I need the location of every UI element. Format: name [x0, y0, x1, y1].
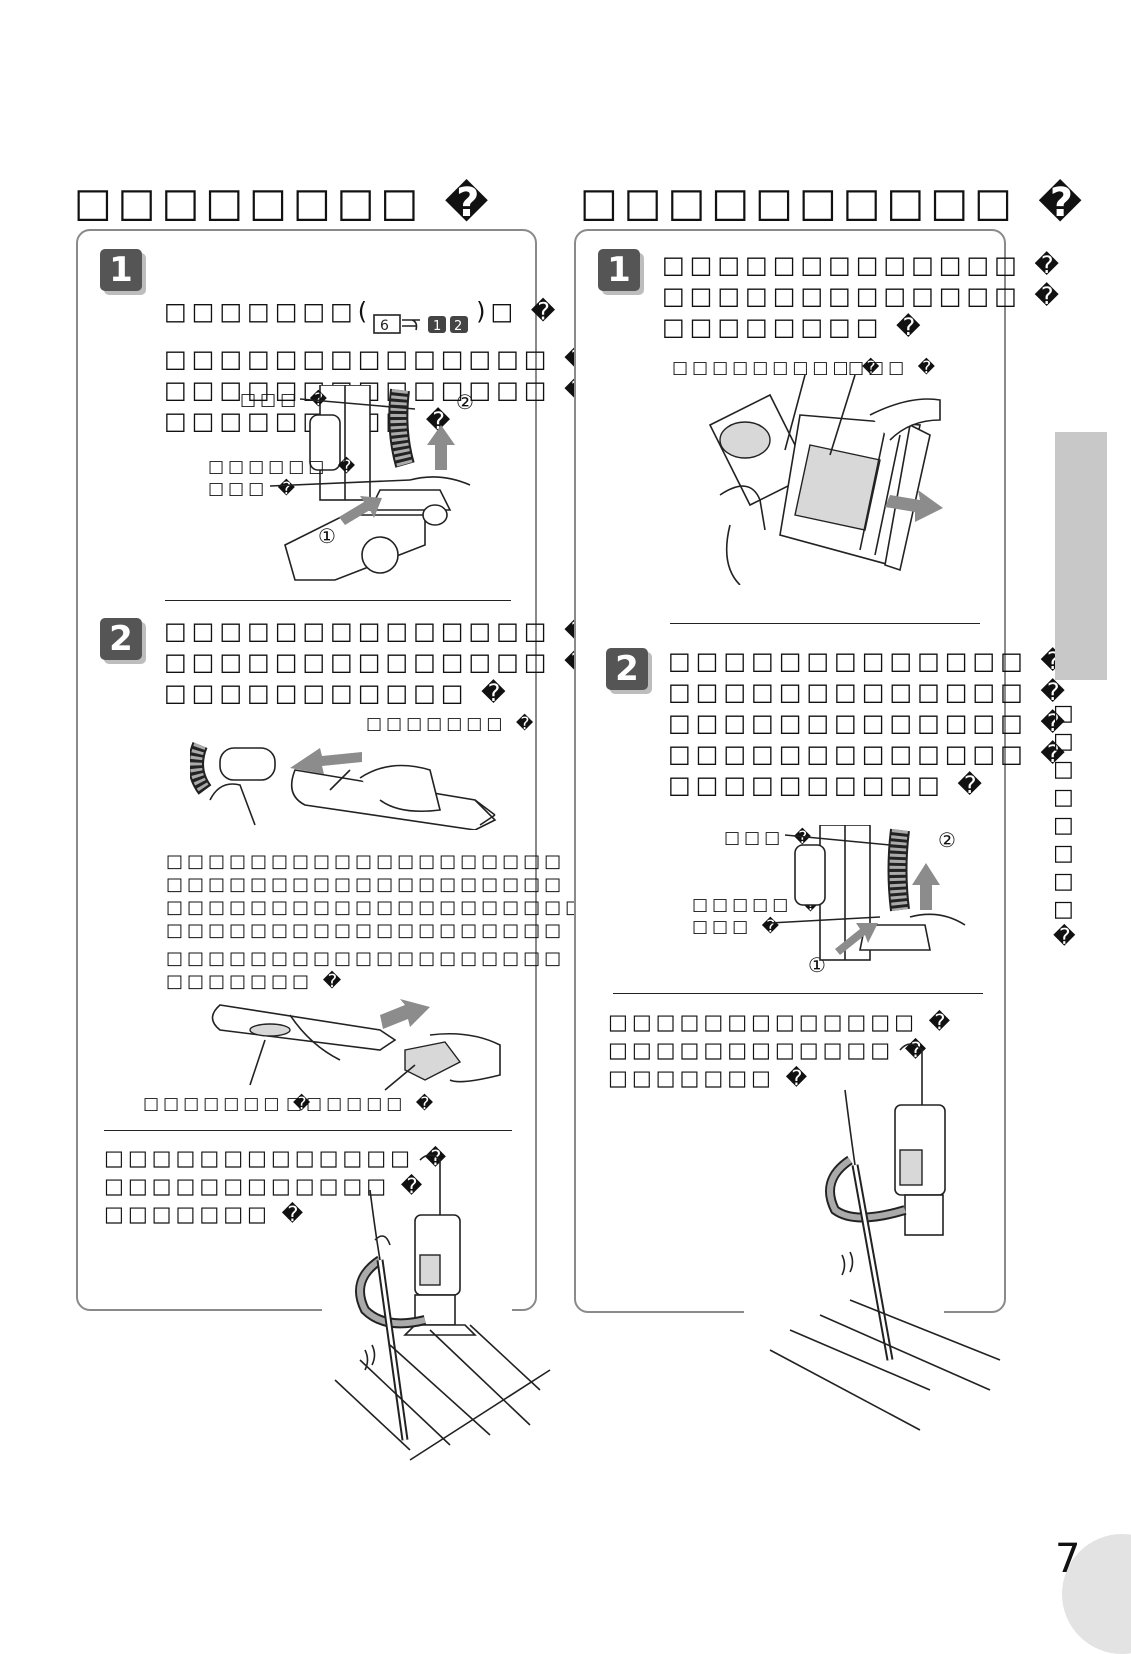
hose-removal-illustration	[284, 385, 471, 581]
hose-label: □□□ �	[240, 390, 332, 410]
hose-removal-illustration	[770, 825, 966, 961]
step-2-badge: 2	[606, 648, 648, 690]
upright-vacuum-illustration	[769, 1043, 1001, 1431]
button-leader-line	[270, 479, 411, 487]
step-marker-1: ①	[318, 524, 340, 548]
svg-text:6: 6	[380, 318, 394, 334]
left-section-title: □□□□□□□□ �	[74, 180, 495, 226]
page-reference: 6 1 2	[372, 281, 476, 344]
divider	[104, 1130, 512, 1131]
step-2-note-1: □□□□□□□□□□□□□□□□□□□ � □□□□□□□□□□□□□□□□□□…	[166, 851, 614, 941]
page-ref-icon: 6 1 2	[373, 314, 469, 334]
step-1-instruction: □□□□□□□□□□□□□ � □□□□□□□□□□□□□ � □□□□□□□□…	[662, 251, 1065, 341]
divider	[613, 993, 983, 994]
left-footer-text: □□□□□□□□□□□□□ � □□□□□□□□□□□□ � □□□□□□□ �	[104, 1146, 451, 1226]
step-2-instruction: □□□□□□□□□□□□□ � □□□□□□□□□□□□□ � □□□□□□□□…	[668, 647, 1071, 799]
right-section-title: □□□□□□□□□□ �	[580, 180, 1089, 226]
cleaning-label-b: □□□□□□ �	[286, 1094, 438, 1114]
hose-leader-line	[300, 398, 416, 410]
divider	[670, 623, 980, 624]
svg-text:1: 1	[433, 319, 446, 334]
step-1-badge: 1	[100, 249, 142, 291]
right-footer-text: □□□□□□□□□□□□□ � □□□□□□□□□□□□ � □□□□□□□ �	[608, 1010, 955, 1090]
tool-label: □□□□□□□ �	[366, 714, 538, 734]
side-tab	[1055, 432, 1107, 680]
step-2-note-2: □□□□□□□□□□□□□□□□□□□ � □□□□□□□ �	[166, 948, 593, 992]
side-tab-text: □□□□□□□□ �	[1053, 701, 1085, 950]
tool-cleaning-illustration	[211, 999, 501, 1091]
page-number: 7	[1055, 1536, 1081, 1582]
divider	[165, 600, 511, 601]
step-1-badge: 1	[598, 249, 640, 291]
hose-label: □□□ �	[724, 828, 816, 848]
crevice-tool-illustration	[190, 742, 497, 830]
release-button-label: □□□□□□ � □□□ �	[208, 457, 360, 499]
step-marker-2: ②	[938, 828, 960, 852]
cleaning-label-a: □□□□□□□ �	[143, 1094, 315, 1114]
label-a: □□□□□□□□□ �	[672, 358, 884, 378]
step-2-badge: 2	[100, 618, 142, 660]
svg-text:2: 2	[454, 319, 467, 334]
label-b: □□□ �	[848, 358, 940, 378]
step-2-instruction: □□□□□□□□□□□□□□ � □□□□□□□□□□□□□□ � □□□□□□…	[164, 617, 589, 707]
release-button-label: □□□□□ � □□□ �	[692, 895, 819, 937]
upright-vacuum-illustration	[334, 1154, 551, 1461]
brush-removal-illustration	[708, 375, 943, 585]
step-marker-2: ②	[456, 390, 478, 414]
